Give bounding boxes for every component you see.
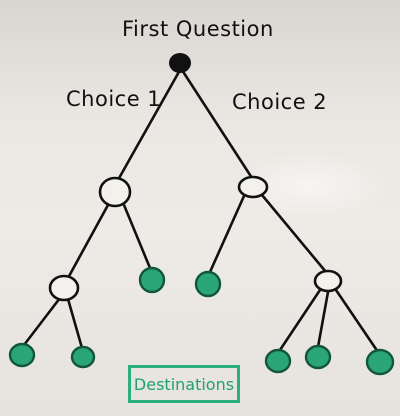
destination-node xyxy=(8,342,36,368)
destinations-label: Destinations xyxy=(133,374,235,394)
edge-rr-leaf3 xyxy=(334,288,380,354)
decision-node-right-lower xyxy=(313,269,343,293)
edge-rr-leaf1 xyxy=(278,288,322,352)
destination-node xyxy=(138,266,166,294)
destination-node xyxy=(194,270,222,298)
edge-rr-leaf2 xyxy=(316,290,330,349)
first-question-label: First Question xyxy=(122,17,274,41)
decision-node-left-lower xyxy=(48,274,80,302)
edge-root-right xyxy=(180,68,254,180)
edge-ll-leaf1 xyxy=(22,296,62,347)
decision-node-left xyxy=(98,176,132,208)
decision-node-right xyxy=(237,175,269,199)
choice-2-label: Choice 2 xyxy=(232,90,328,114)
destination-node xyxy=(365,348,395,376)
destination-node xyxy=(304,344,332,370)
destinations-legend: Destinations xyxy=(128,365,240,403)
destination-node xyxy=(70,345,96,369)
edge-r1-l2left xyxy=(208,194,246,274)
root-node xyxy=(169,53,191,73)
edge-l1-l2left xyxy=(66,203,110,280)
edge-root-left xyxy=(116,68,182,182)
edge-r1-l2right xyxy=(260,193,328,274)
edge-ll-leaf2 xyxy=(66,297,84,350)
edge-l1-l2right xyxy=(122,203,152,270)
destination-node xyxy=(264,348,292,374)
choice-1-label: Choice 1 xyxy=(66,87,162,111)
